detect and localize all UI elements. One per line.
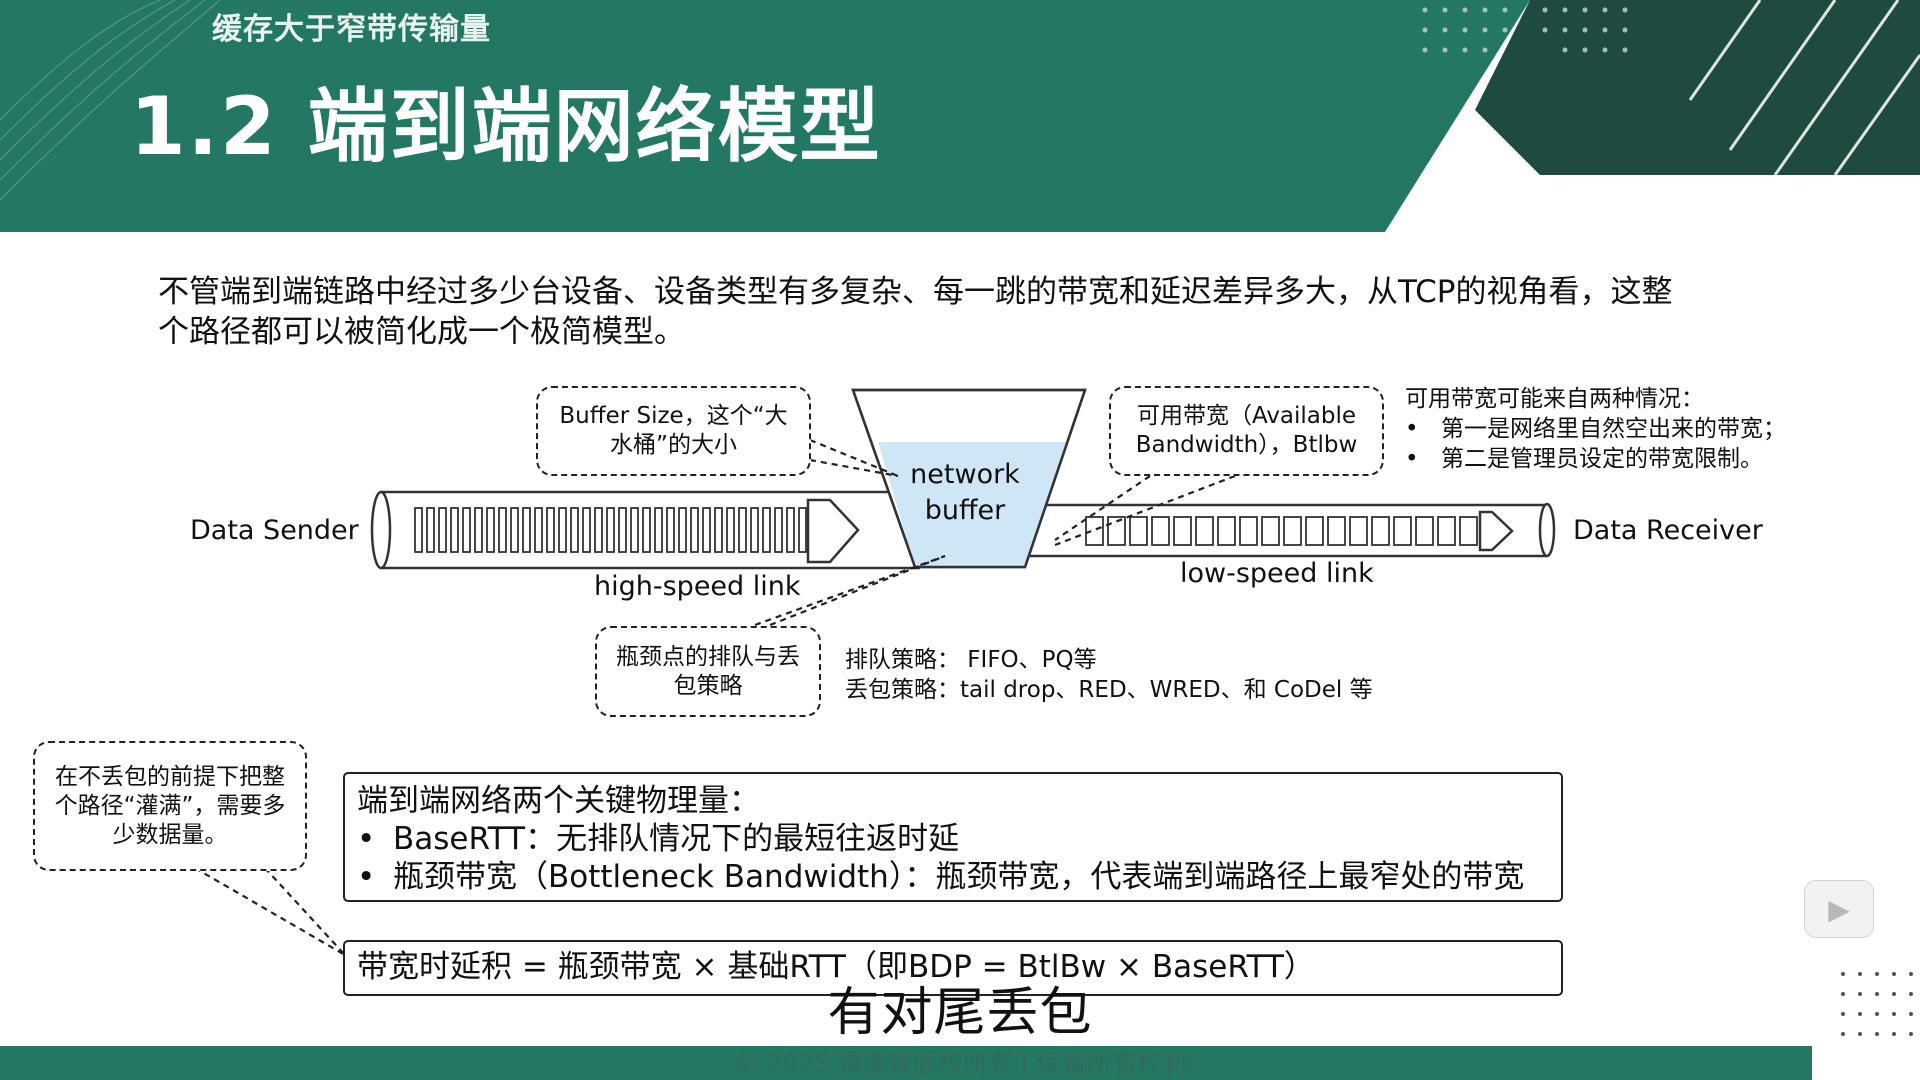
- play-button[interactable]: ▶: [1804, 880, 1874, 938]
- packet: [438, 507, 447, 553]
- packet: [606, 507, 615, 553]
- intro-paragraph: 不管端到端链路中经过多少台设备、设备类型有多复杂、每一跳的带宽和延迟差异多大，从…: [158, 272, 1758, 352]
- packet: [510, 507, 519, 553]
- packet: [1129, 516, 1148, 546]
- packet: [726, 507, 735, 553]
- packet: [474, 507, 483, 553]
- packet: [690, 507, 699, 553]
- policy-list: 排队策略： FIFO、PQ等 丢包策略：tail drop、RED、WRED、和…: [845, 645, 1373, 705]
- packet: [774, 507, 783, 553]
- packet: [1085, 516, 1104, 546]
- low-speed-link-label: low-speed link: [1180, 558, 1374, 589]
- intro-line-2: 个路径都可以被简化成一个极简模型。: [158, 314, 685, 350]
- bottleneck-policy-note: 瓶颈点的排队与丢包策略: [595, 626, 821, 717]
- packet: [414, 507, 423, 553]
- packet: [594, 507, 603, 553]
- packet: [798, 507, 807, 553]
- bdp-formula: 带宽时延积 = 瓶颈带宽 × 基础RTT（即BDP = BtlBw × Base…: [357, 949, 1315, 985]
- packet: [1327, 516, 1346, 546]
- packet: [750, 507, 759, 553]
- key-quantities-box: 端到端网络两个关键物理量： •BaseRTT：无排队情况下的最短往返时延 •瓶颈…: [343, 772, 1563, 902]
- packet: [546, 507, 555, 553]
- packet: [1437, 516, 1456, 546]
- packet: [810, 507, 819, 553]
- high-speed-packets: [414, 507, 819, 553]
- packet: [1195, 516, 1214, 546]
- packet: [618, 507, 627, 553]
- play-icon: ▶: [1828, 892, 1850, 926]
- bandwidth-source-item: •第二是管理员设定的带宽限制。: [1405, 446, 1763, 472]
- packet: [426, 507, 435, 553]
- data-sender-label: Data Sender: [190, 515, 359, 546]
- packet: [678, 507, 687, 553]
- bdp-formula-box: 带宽时延积 = 瓶颈带宽 × 基础RTT（即BDP = BtlBw × Base…: [343, 940, 1563, 996]
- copyright-text: © 2025 谭泰锋版权所有 | 保留所有权利: [733, 1049, 1187, 1078]
- footer-bar: [0, 1046, 1812, 1080]
- buffer-label-1: network: [910, 459, 1020, 490]
- key-quantity-item: •BaseRTT：无排队情况下的最短往返时延: [357, 821, 960, 857]
- packet: [1415, 516, 1434, 546]
- packet: [642, 507, 651, 553]
- video-caption: 有对尾丢包: [827, 983, 1093, 1043]
- bandwidth-source-item: •第一是网络里自然空出来的带宽；: [1405, 416, 1786, 442]
- packet: [702, 507, 711, 553]
- packet: [1393, 516, 1412, 546]
- packet: [1371, 516, 1390, 546]
- packet: [1107, 516, 1126, 546]
- network-buffer-bucket: [851, 388, 1087, 569]
- packet: [1261, 516, 1280, 546]
- key-quantities-title: 端到端网络两个关键物理量：: [357, 783, 760, 819]
- low-speed-pipe: [1028, 502, 1556, 558]
- intro-line-1: 不管端到端链路中经过多少台设备、设备类型有多复杂、每一跳的带宽和延迟差异多大，从…: [158, 274, 1673, 310]
- packet: [558, 507, 567, 553]
- packet: [1283, 516, 1302, 546]
- low-speed-packets: [1085, 516, 1478, 546]
- packet: [534, 507, 543, 553]
- queue-policy: 排队策略： FIFO、PQ等: [845, 647, 1097, 673]
- bandwidth-sources-title: 可用带宽可能来自两种情况：: [1405, 386, 1704, 412]
- buffer-label-2: buffer: [925, 495, 1006, 526]
- drop-policy: 丢包策略：tail drop、RED、WRED、和 CoDel 等: [845, 677, 1373, 703]
- packet: [738, 507, 747, 553]
- packet: [486, 507, 495, 553]
- packet: [1151, 516, 1170, 546]
- packet: [630, 507, 639, 553]
- packet: [498, 507, 507, 553]
- packet: [450, 507, 459, 553]
- section-subtitle: 缓存大于窄带传输量: [212, 12, 491, 47]
- bandwidth-sources: 可用带宽可能来自两种情况： •第一是网络里自然空出来的带宽； •第二是管理员设定…: [1405, 384, 1786, 474]
- low-speed-arrow-head: [1478, 510, 1514, 552]
- packet: [570, 507, 579, 553]
- slide-header: 缓存大于窄带传输量 1.2 端到端网络模型: [0, 0, 1920, 235]
- packet: [762, 507, 771, 553]
- packet: [786, 507, 795, 553]
- buffer-size-note: Buffer Size，这个“大水桶”的大小: [536, 386, 811, 476]
- packet: [1305, 516, 1324, 546]
- high-speed-arrow-head: [806, 498, 860, 564]
- packet: [582, 507, 591, 553]
- packet: [1349, 516, 1368, 546]
- packet: [462, 507, 471, 553]
- available-bandwidth-note: 可用带宽（Available Bandwidth），Btlbw: [1109, 386, 1384, 476]
- packet: [522, 507, 531, 553]
- high-speed-link-label: high-speed link: [594, 571, 801, 602]
- packet: [654, 507, 663, 553]
- packet: [666, 507, 675, 553]
- slide-title: 1.2 端到端网络模型: [130, 80, 882, 173]
- data-receiver-label: Data Receiver: [1573, 515, 1763, 546]
- packet: [1217, 516, 1236, 546]
- header-background: [0, 0, 1920, 232]
- fill-path-note: 在不丢包的前提下把整个路径“灌满”，需要多少数据量。: [33, 741, 307, 871]
- high-speed-pipe: [370, 490, 920, 570]
- packet: [714, 507, 723, 553]
- key-quantity-item: •瓶颈带宽（Bottleneck Bandwidth）：瓶颈带宽，代表端到端路径…: [357, 859, 1525, 895]
- packet: [1173, 516, 1192, 546]
- packet: [1459, 516, 1478, 546]
- packet: [1239, 516, 1258, 546]
